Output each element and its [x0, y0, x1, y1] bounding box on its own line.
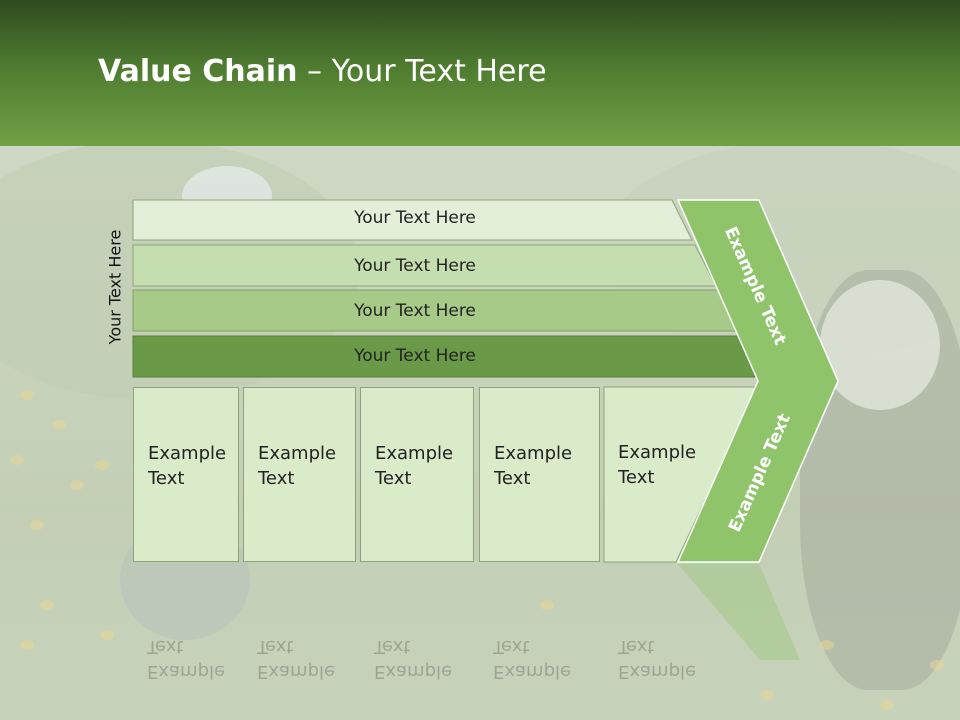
- title-rest: – Your Text Here: [297, 54, 547, 89]
- cell-1-reflection: Example Text: [133, 590, 239, 690]
- cell-5-label: Example Text: [618, 442, 697, 488]
- row-label-4: Your Text Here: [354, 346, 476, 366]
- chevron-reflection: [678, 564, 800, 660]
- row-label-2: Your Text Here: [354, 256, 476, 276]
- cell-2: Example Text: [243, 387, 356, 562]
- header-band: [0, 0, 960, 146]
- chevron-arrow: [676, 199, 839, 563]
- cell-5-shape: [603, 386, 759, 563]
- cell-3: Example Text: [360, 387, 474, 562]
- cell-3-label: Example Text: [375, 443, 454, 489]
- cell-5-reflection-label: Example Text: [618, 636, 697, 682]
- cell-4: Example Text: [479, 387, 600, 562]
- row-label-1: Your Text Here: [354, 208, 476, 228]
- cell-2-reflection-label: Example Text: [257, 636, 336, 682]
- cell-3-reflection: Example Text: [360, 590, 474, 690]
- cell-2-reflection: Example Text: [243, 590, 356, 690]
- slide-title: Value Chain – Your Text Here: [98, 54, 547, 89]
- cell-1: Example Text: [133, 387, 239, 562]
- cell-2-label: Example Text: [258, 443, 337, 489]
- cell-1-label: Example Text: [148, 443, 227, 489]
- row-bar-1: [132, 199, 693, 241]
- cell-5-reflection: Example Text: [604, 590, 714, 690]
- cell-3-reflection-label: Example Text: [374, 636, 453, 682]
- cell-5: Example Text: [604, 387, 704, 562]
- cell-4-reflection: Example Text: [479, 590, 600, 690]
- cell-4-reflection-label: Example Text: [493, 636, 572, 682]
- title-bold: Value Chain: [98, 54, 298, 89]
- cell-4-label: Example Text: [494, 443, 573, 489]
- row-label-3: Your Text Here: [354, 301, 476, 321]
- cell-1-reflection-label: Example Text: [147, 636, 226, 682]
